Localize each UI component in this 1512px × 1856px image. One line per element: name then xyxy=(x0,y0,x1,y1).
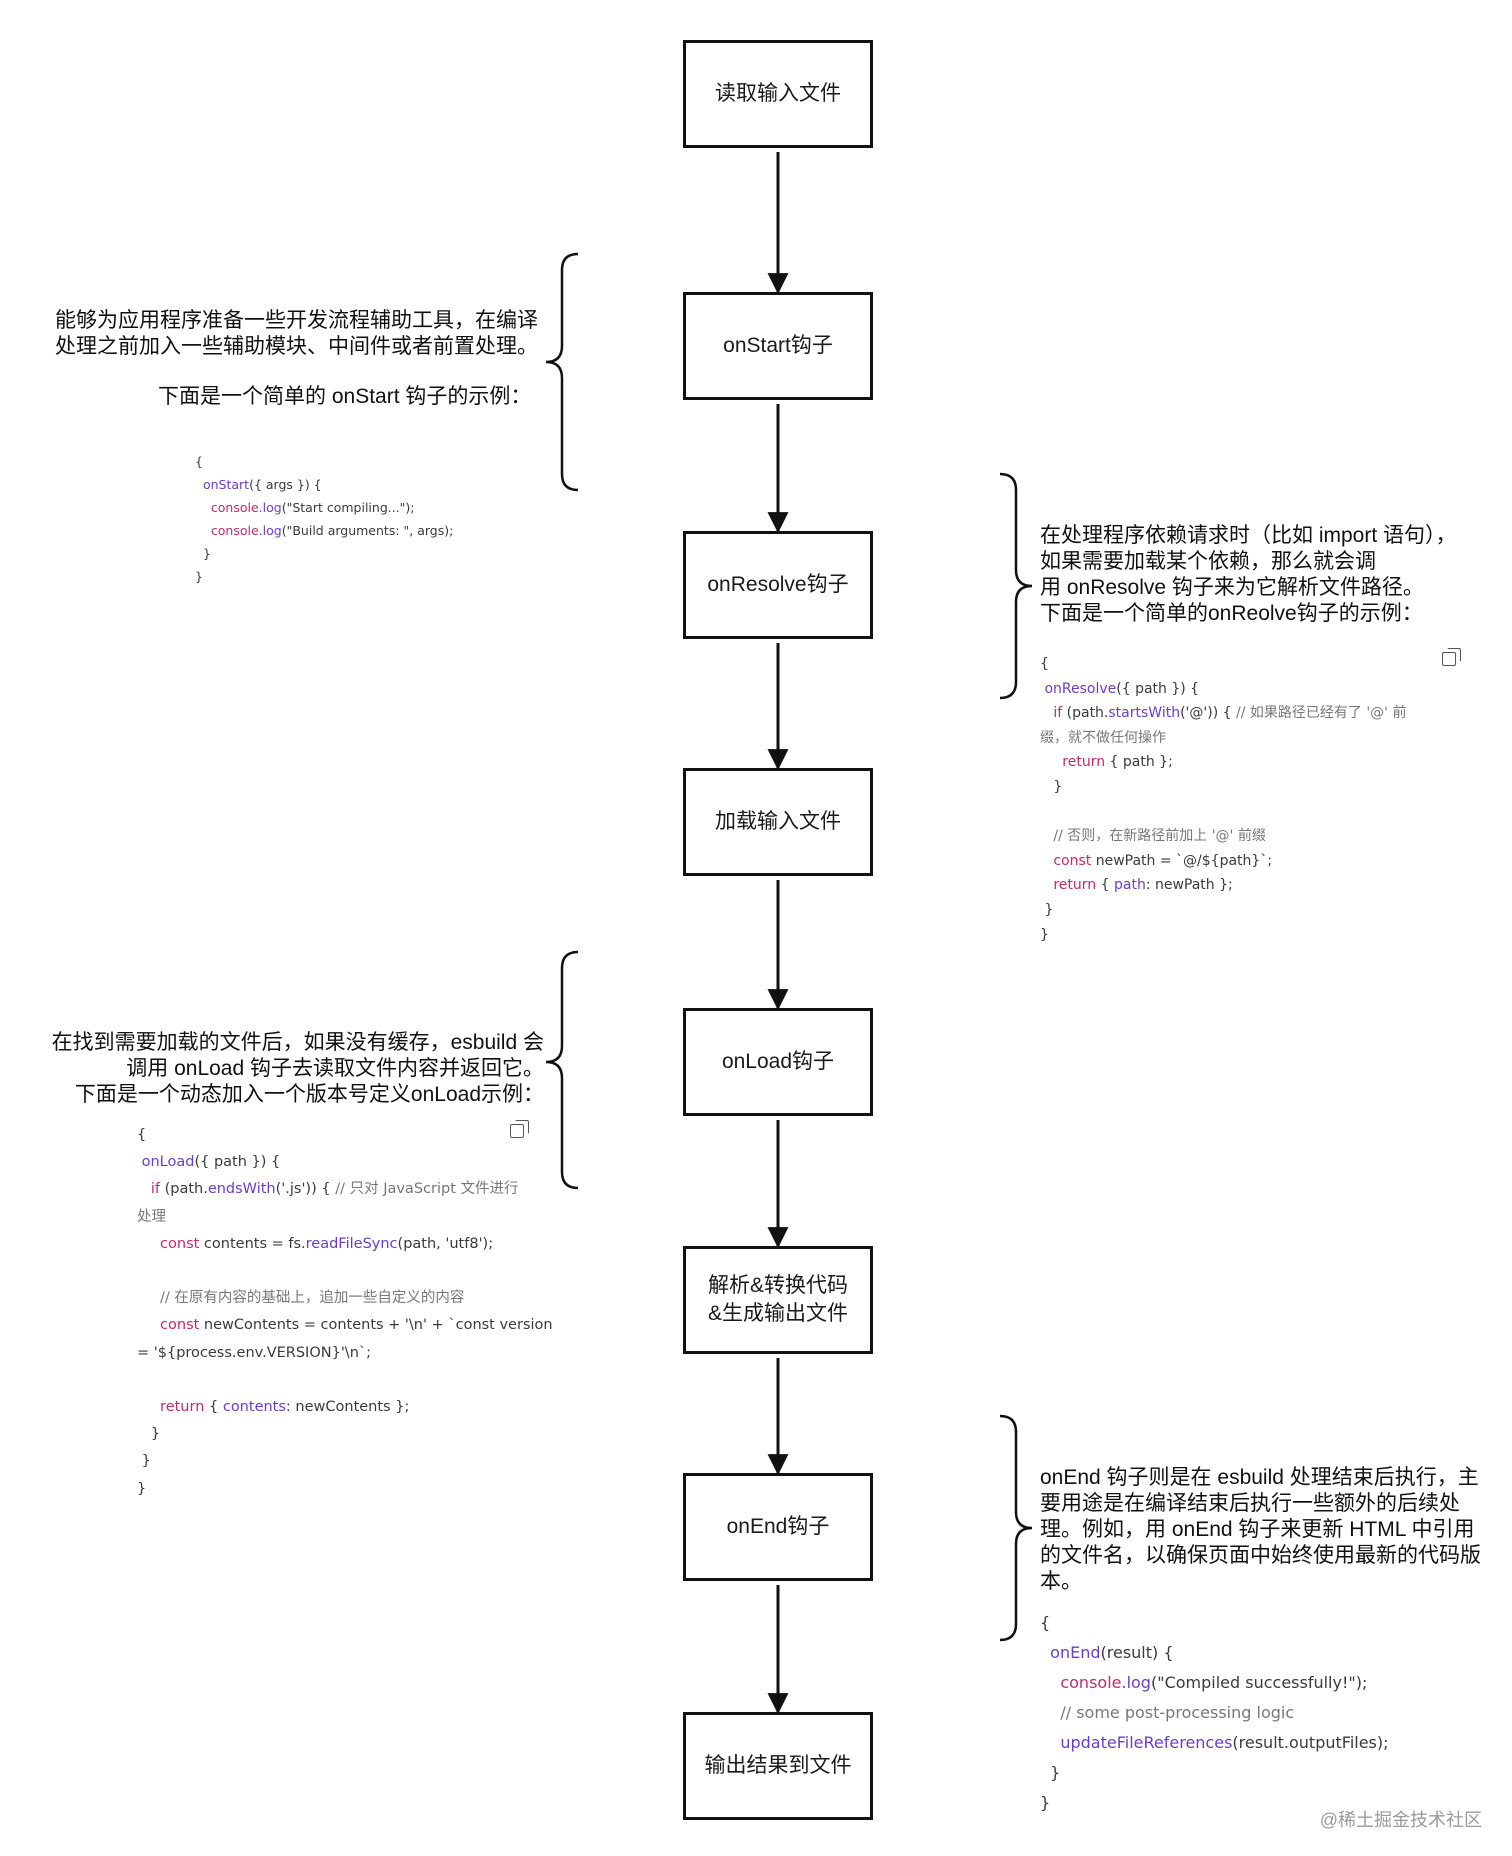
code-line: { xyxy=(137,1127,147,1143)
onend-code-snippet: { onEnd(result) { console.log("Compiled … xyxy=(1040,1608,1389,1818)
step-parse-transform: 解析&转换代码 &生成输出文件 xyxy=(683,1246,873,1354)
code-line: return { path: newPath }; xyxy=(1053,877,1233,894)
code-line: // some post-processing logic xyxy=(1060,1703,1295,1722)
code-line: // 否则，在新路径前加上 '@' 前缀 xyxy=(1053,828,1266,845)
code-line xyxy=(1040,800,1406,825)
code-line: } xyxy=(1040,778,1063,795)
code-line: return { contents: newContents }; xyxy=(160,1399,410,1416)
code-line: { xyxy=(1040,656,1049,672)
code-line: } xyxy=(1040,1763,1061,1782)
brace-onstart xyxy=(545,252,579,492)
code-line: const newPath = `@/${path}`; xyxy=(1053,852,1273,869)
code-line: updateFileReferences(result.outputFiles)… xyxy=(1060,1733,1389,1752)
code-line: { xyxy=(1040,1613,1051,1632)
code-line: if (path.endsWith('.js')) { // 只对 JavaSc… xyxy=(150,1181,519,1198)
copy-icon[interactable] xyxy=(510,1120,529,1138)
step-onstart-hook: onStart钩子 xyxy=(683,292,873,400)
onstart-description: 能够为应用程序准备一些开发流程辅助工具，在编译 处理之前加入一些辅助模块、中间件… xyxy=(55,309,538,358)
code-line: onLoad({ path }) { xyxy=(141,1154,281,1171)
onend-description: onEnd 钩子则是在 esbuild 处理结束后执行，主 要用途是在编译结束后… xyxy=(1040,1466,1481,1593)
code-line: } xyxy=(137,1480,147,1497)
code-line: } xyxy=(1040,901,1054,918)
watermark: @稀土掘金技术社区 xyxy=(1319,1810,1482,1830)
code-line: } xyxy=(195,546,211,561)
step-load-input: 加载输入文件 xyxy=(683,768,873,876)
brace-onresolve xyxy=(999,472,1033,700)
code-line: } xyxy=(195,569,203,584)
onstart-example-caption: 下面是一个简单的 onStart 钩子的示例： xyxy=(158,385,532,408)
step-onload-hook: onLoad钩子 xyxy=(683,1008,873,1116)
code-line: onEnd(result) { xyxy=(1050,1643,1174,1662)
code-line xyxy=(137,1258,553,1285)
code-line: console.log("Start compiling..."); xyxy=(210,500,415,515)
code-line: console.log("Build arguments: ", args); xyxy=(210,523,454,538)
onresolve-code-snippet: { onResolve({ path }) { if (path.startsW… xyxy=(1040,652,1406,947)
code-line: onStart({ args }) { xyxy=(202,477,322,492)
brace-onload xyxy=(545,950,579,1190)
code-line: { xyxy=(195,454,203,469)
step-read-input: 读取输入文件 xyxy=(683,40,873,148)
code-line: return { path }; xyxy=(1062,754,1173,771)
code-line: console.log("Compiled successfully!"); xyxy=(1060,1673,1368,1692)
code-line: 处理 xyxy=(137,1208,166,1225)
code-line: = '${process.env.VERSION}'\n`; xyxy=(137,1344,372,1361)
onload-description: 在找到需要加载的文件后，如果没有缓存，esbuild 会 调用 onLoad 钩… xyxy=(51,1031,544,1106)
step-write-output: 输出结果到文件 xyxy=(683,1712,873,1820)
brace-onend xyxy=(999,1414,1033,1642)
code-line: } xyxy=(1040,926,1049,943)
code-line xyxy=(137,1367,553,1394)
code-line: if (path.startsWith('@')) { // 如果路径已经有了 … xyxy=(1053,705,1407,722)
code-line: // 在原有内容的基础上，追加一些自定义的内容 xyxy=(160,1290,465,1307)
code-line: } xyxy=(1040,1793,1051,1812)
onstart-code-snippet: { onStart({ args }) { console.log("Start… xyxy=(195,450,453,588)
code-line: } xyxy=(137,1426,161,1443)
code-line: } xyxy=(137,1453,151,1470)
step-onresolve-hook: onResolve钩子 xyxy=(683,531,873,639)
code-line: const newContents = contents + '\n' + `c… xyxy=(160,1317,553,1334)
code-line: const contents = fs.readFileSync(path, '… xyxy=(160,1235,494,1252)
code-line: 缀，就不做任何操作 xyxy=(1040,729,1166,746)
onresolve-description: 在处理程序依赖请求时（比如 import 语句）， 如果需要加载某个依赖，那么就… xyxy=(1040,524,1457,625)
code-line: onResolve({ path }) { xyxy=(1044,680,1200,697)
copy-icon[interactable] xyxy=(1442,648,1461,666)
onload-code-snippet: { onLoad({ path }) { if (path.endsWith('… xyxy=(137,1122,553,1503)
step-onend-hook: onEnd钩子 xyxy=(683,1473,873,1581)
